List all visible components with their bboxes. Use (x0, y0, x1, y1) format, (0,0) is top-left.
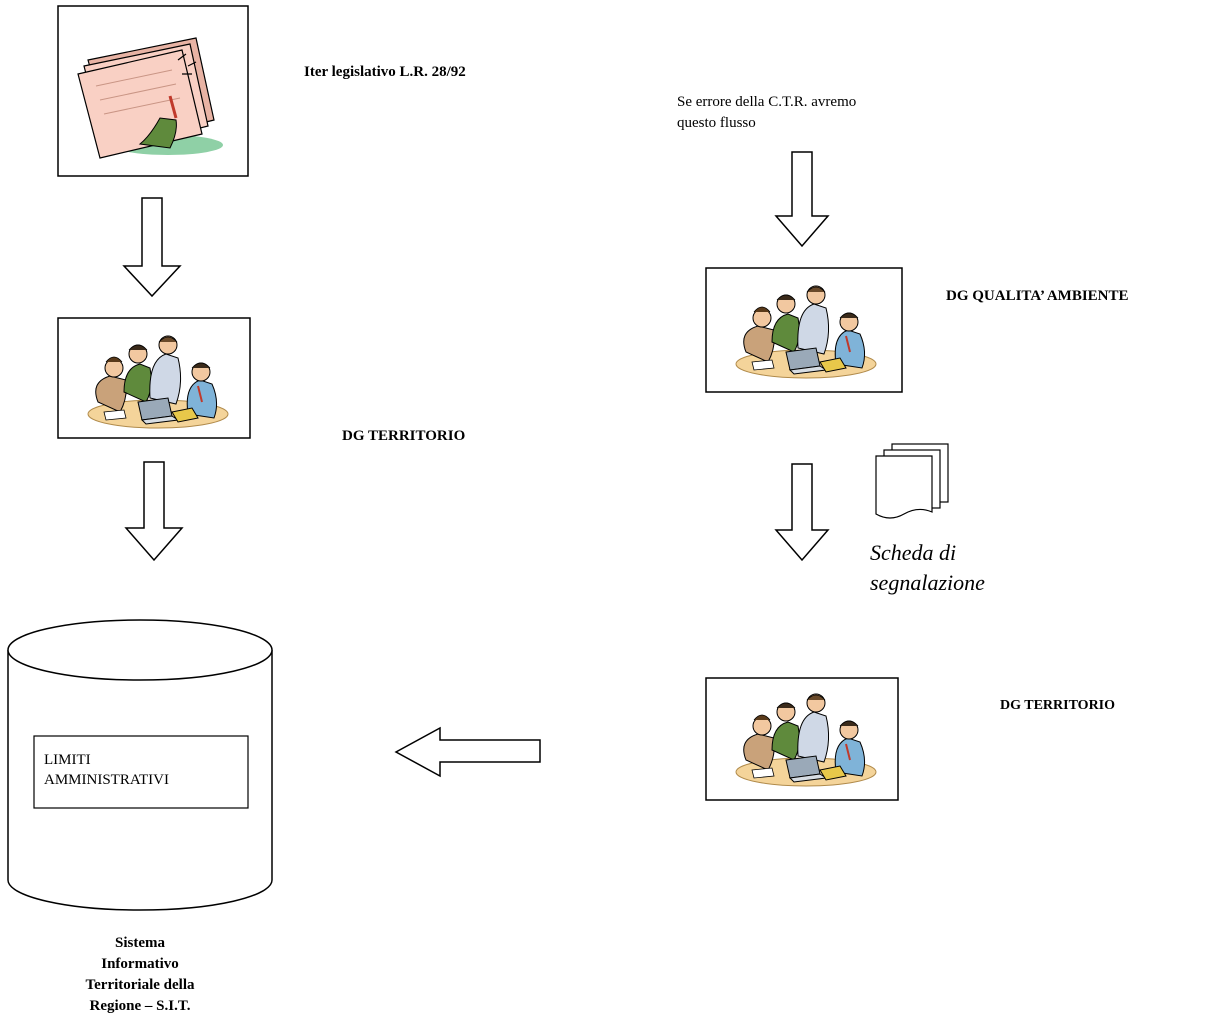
limiti-line-1: LIMITI (44, 752, 91, 768)
scheda-line-2: segnalazione (870, 570, 985, 595)
dg-qualita-box (705, 267, 903, 393)
arrow-left (394, 726, 541, 778)
limiti-line-2: AMMINISTRATIVI (44, 772, 169, 788)
sit-line-3: Territoriale della (85, 977, 195, 993)
arrow-down-right-1 (774, 151, 830, 248)
sit-line-2: Informativo (101, 956, 179, 972)
legislative-papers-icon (77, 37, 223, 159)
flow-note-line-2: questo flusso (677, 115, 756, 131)
document-stack-icon (875, 443, 949, 519)
dg-territorio-left-label: DG TERRITORIO (342, 428, 466, 444)
flow-note: Se errore della C.T.R. avremo questo flu… (677, 92, 856, 134)
sit-caption: Sistema Informativo Territoriale della R… (40, 933, 240, 1017)
flow-note-line-1: Se errore della C.T.R. avremo (677, 94, 857, 110)
arrow-down-1 (122, 197, 182, 298)
limiti-amministrativi-label: LIMITI AMMINISTRATIVI (44, 750, 169, 790)
scheda-segnalazione-label: Scheda di segnalazione (870, 538, 985, 598)
arrow-down-right-2 (774, 463, 830, 562)
scheda-line-1: Scheda di (870, 540, 957, 565)
dg-territorio-right-box (705, 677, 899, 801)
dg-territorio-left-box (57, 317, 251, 439)
dg-territorio-right-label: DG TERRITORIO (1000, 698, 1116, 713)
limiti-amministrativi-box (33, 735, 249, 809)
dg-qualita-label: DG QUALITA’ AMBIENTE (946, 288, 1129, 304)
arrow-down-2 (124, 461, 184, 562)
sit-line-4: Regione – S.I.T. (89, 998, 191, 1014)
sit-line-1: Sistema (115, 935, 165, 951)
iter-legislativo-label: Iter legislativo L.R. 28/92 (304, 64, 466, 80)
database-cylinder-icon (7, 619, 273, 911)
legislative-papers-box (57, 5, 249, 177)
